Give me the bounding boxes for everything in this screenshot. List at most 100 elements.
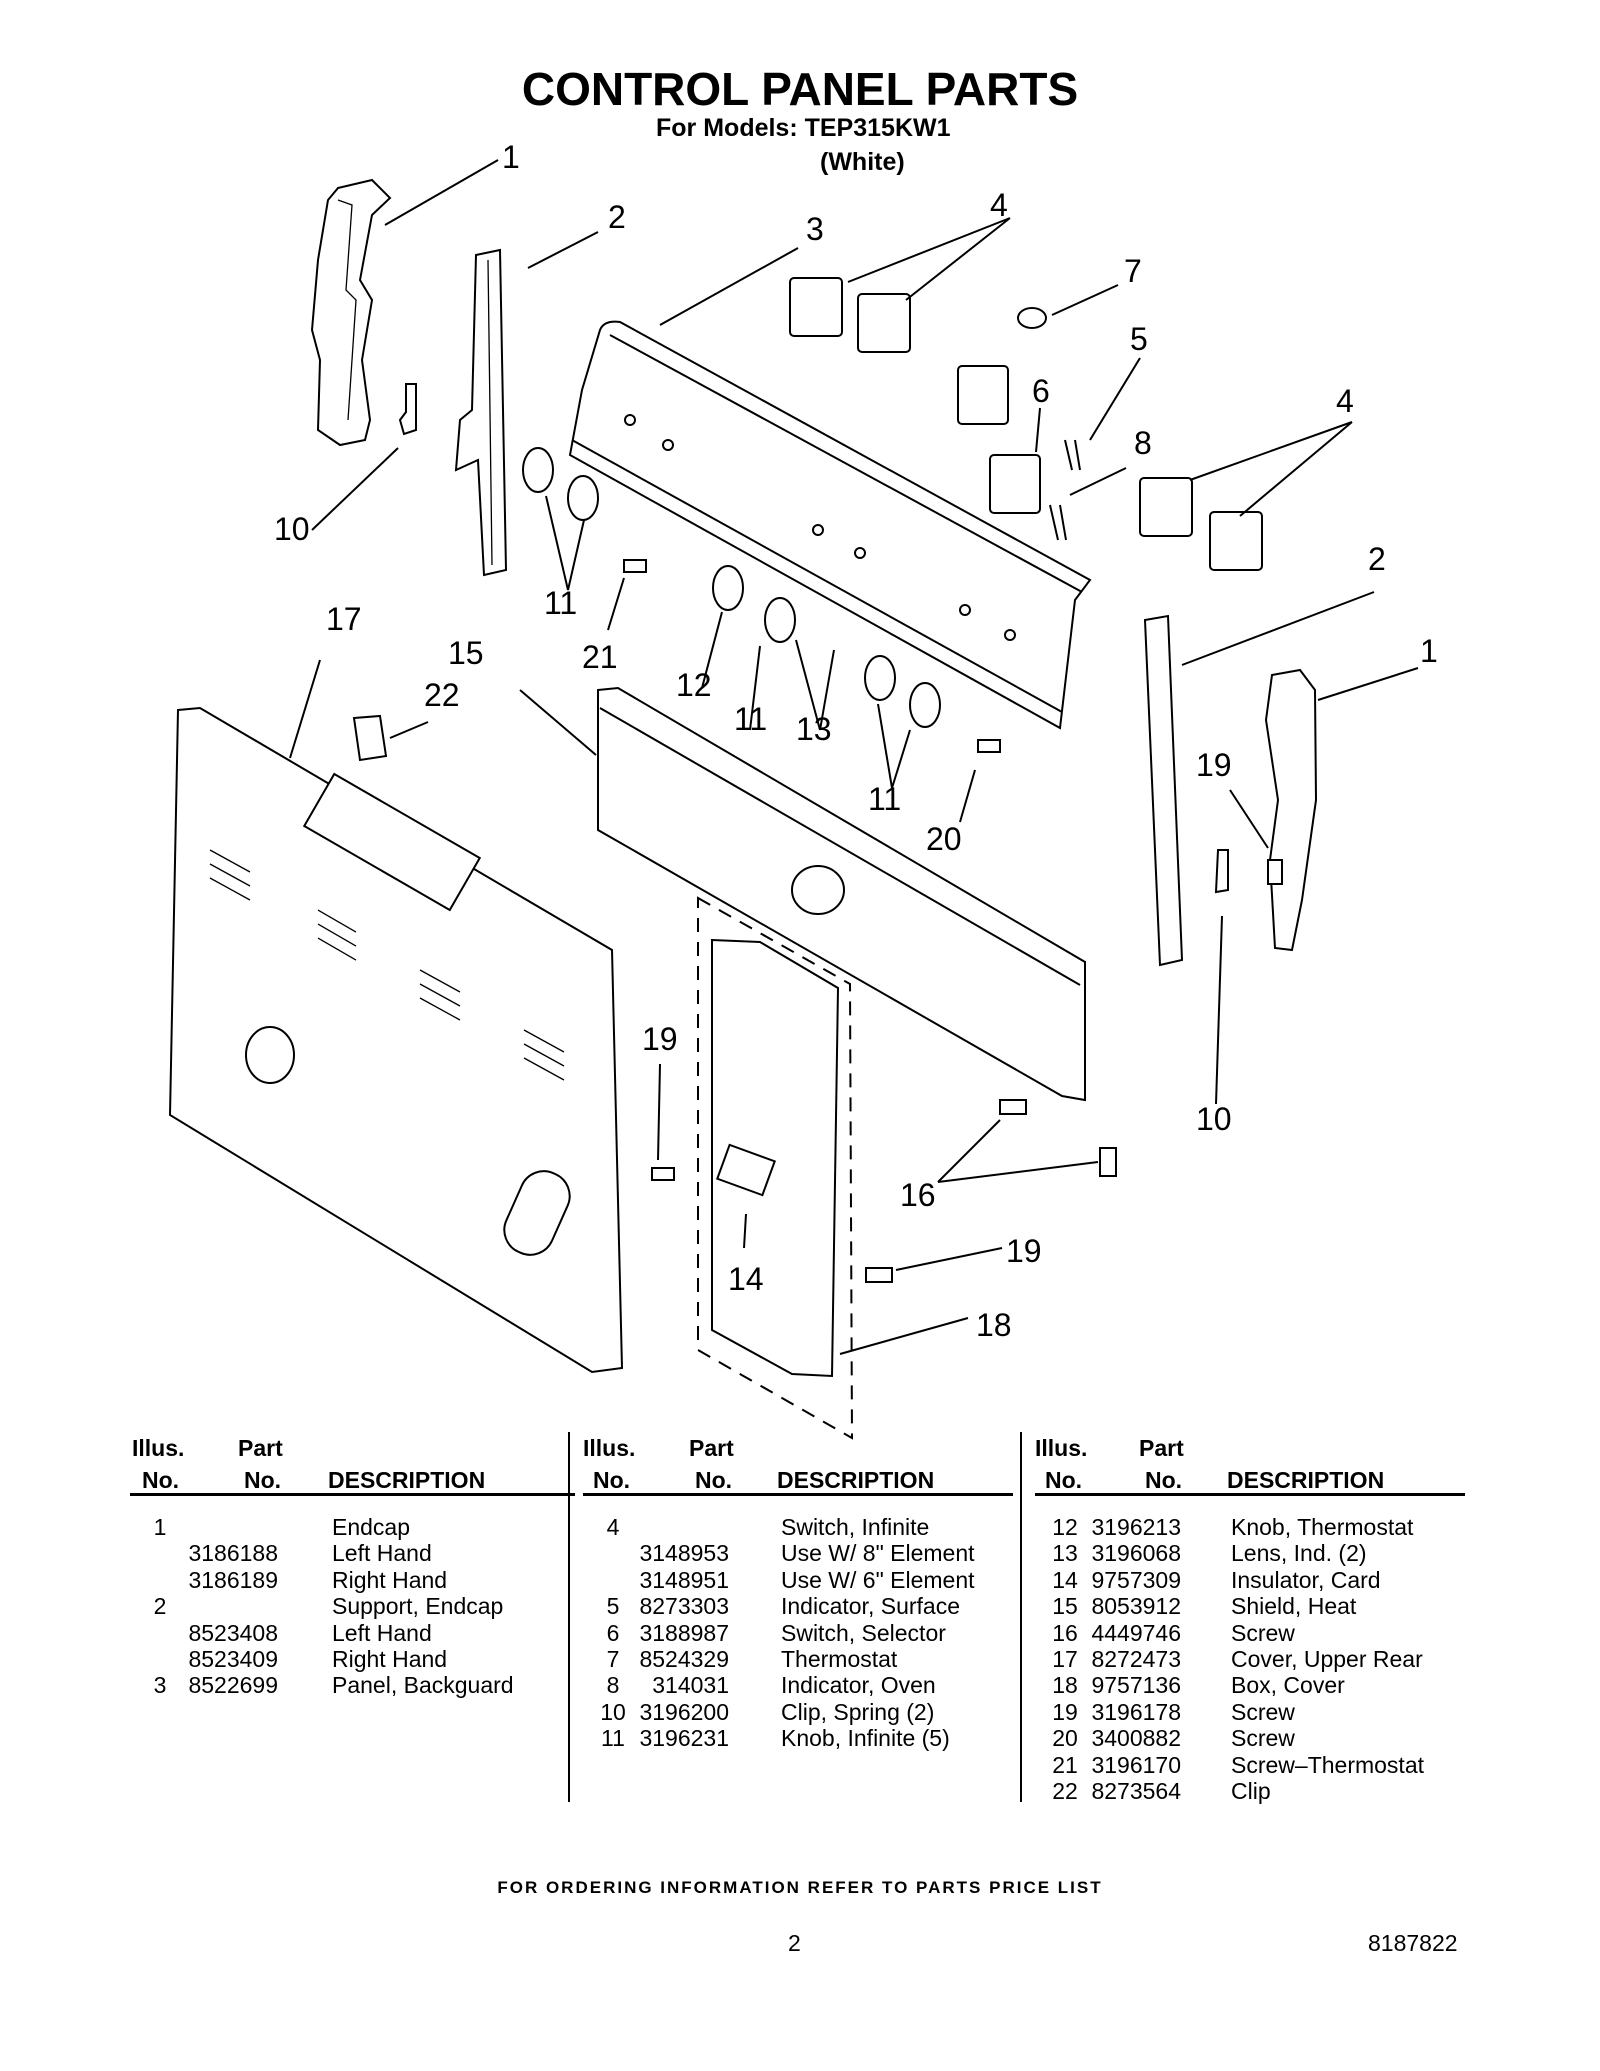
part-description: Left Hand (332, 1540, 432, 1567)
upper-rear-cover (168, 706, 624, 1374)
callout-5: 5 (1130, 321, 1148, 357)
callout-4-top: 4 (990, 187, 1008, 223)
page-number: 2 (788, 1930, 801, 1956)
support-left (454, 248, 508, 577)
part-description: Thermostat (781, 1645, 898, 1672)
part-number: 3196170 (1091, 1751, 1181, 1778)
screw-16a (999, 1099, 1027, 1115)
part-number: 3188987 (639, 1619, 729, 1646)
part-description: Panel, Backguard (332, 1672, 514, 1699)
switch-infinite-1 (789, 277, 843, 337)
knob-5 (909, 682, 941, 728)
part-number: 3196178 (1091, 1698, 1181, 1725)
knob-4 (864, 655, 896, 701)
support-right (1143, 614, 1184, 967)
color-line: (White) (820, 148, 905, 176)
switch-infinite-3 (1139, 477, 1193, 537)
illus-number: 18 (1052, 1672, 1078, 1699)
clip-right (1214, 849, 1229, 894)
header-description: DESCRIPTION (777, 1467, 935, 1493)
illus-number: 7 (606, 1645, 620, 1672)
part-number: 3148953 (639, 1540, 729, 1567)
part-number: 4449746 (1091, 1619, 1181, 1646)
endcap-left (310, 178, 392, 447)
indicator-surface (1064, 439, 1081, 471)
callout-15: 15 (448, 635, 484, 671)
header-part: Part (238, 1435, 283, 1461)
table-row: 6 3188987 Switch, Selector (583, 1620, 1013, 1646)
switch-selector (989, 454, 1041, 514)
part-description: Right Hand (332, 1566, 448, 1593)
endcap-right (1264, 668, 1318, 952)
part-description: Box, Cover (1231, 1672, 1345, 1699)
callout-16: 16 (900, 1177, 936, 1213)
part-number: 3196231 (639, 1725, 729, 1752)
header-illus: Illus. (583, 1435, 636, 1461)
header-illus-no: No. (142, 1467, 180, 1493)
table-row: 3186189 Right Hand (130, 1567, 575, 1593)
page-title: CONTROL PANEL PARTS (521, 63, 1079, 115)
part-number: 3186189 (188, 1566, 278, 1593)
column-divider (568, 1432, 570, 1802)
illus-number: 17 (1052, 1645, 1078, 1672)
part-number: 3196068 (1091, 1540, 1181, 1567)
part-description: Clip, Spring (2) (781, 1698, 935, 1725)
screw-thermostat (623, 559, 647, 573)
illus-number: 6 (606, 1619, 620, 1646)
header-illus: Illus. (1035, 1435, 1088, 1461)
screw-19a (651, 1167, 675, 1181)
header-part-no: No. (244, 1467, 282, 1493)
part-description: Clip (1231, 1777, 1271, 1804)
header-description: DESCRIPTION (1227, 1467, 1385, 1493)
callout-1-right: 1 (1420, 633, 1438, 669)
callout-20: 20 (926, 821, 962, 857)
header-illus: Illus. (132, 1435, 185, 1461)
part-description: Use W/ 6" Element (781, 1566, 975, 1593)
models-line: For Models: TEP315KW1 (656, 114, 951, 142)
callout-2-right: 2 (1368, 541, 1386, 577)
ordering-note: FOR ORDERING INFORMATION REFER TO PARTS … (497, 1878, 1103, 1897)
callout-8: 8 (1134, 425, 1152, 461)
header-part: Part (1139, 1435, 1184, 1461)
part-description: Endcap (332, 1514, 411, 1540)
header-part-no: No. (1145, 1467, 1183, 1493)
part-number: 3196213 (1091, 1514, 1181, 1540)
box-cover (711, 938, 840, 1378)
knob-thermostat (712, 565, 744, 611)
callout-21: 21 (582, 639, 618, 675)
illus-number: 2 (153, 1593, 167, 1620)
callout-10-right: 10 (1196, 1101, 1232, 1137)
header-part-no: No. (695, 1467, 733, 1493)
part-description: Right Hand (332, 1645, 448, 1672)
callout-13: 13 (796, 711, 832, 747)
part-number: 314031 (652, 1672, 729, 1699)
callout-17: 17 (326, 601, 362, 637)
part-number: 3196200 (639, 1698, 729, 1725)
part-description: Use W/ 8" Element (781, 1540, 975, 1567)
indicator-oven (1049, 504, 1067, 541)
table-row: 3148953 Use W/ 8" Element (583, 1540, 1013, 1566)
part-description: Switch, Selector (781, 1619, 946, 1646)
part-description: Lens, Ind. (2) (1231, 1540, 1367, 1567)
callout-14: 14 (728, 1261, 764, 1297)
callout-18: 18 (976, 1307, 1012, 1343)
callout-11-c: 11 (868, 781, 901, 817)
callout-1-left: 1 (502, 139, 520, 175)
illus-number: 20 (1052, 1725, 1078, 1752)
illus-number: 3 (153, 1672, 167, 1699)
illus-number: 4 (606, 1514, 620, 1540)
part-number: 8273564 (1091, 1777, 1181, 1804)
